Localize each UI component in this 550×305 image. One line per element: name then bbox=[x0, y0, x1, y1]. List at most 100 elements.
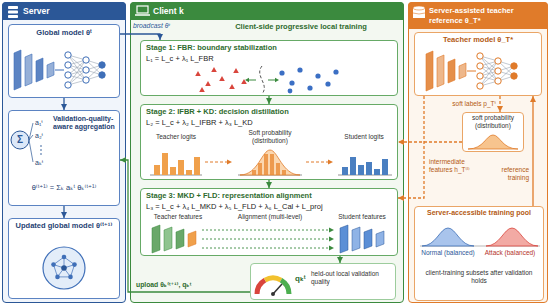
text-slot: qₖᵗ bbox=[295, 274, 313, 284]
client-panel: Client k Client-side progressive local tr… bbox=[130, 2, 404, 303]
formula: L₁ = L_c + λ₁ L_FBR bbox=[146, 54, 392, 63]
logit-charts bbox=[227, 160, 232, 165]
aggregation-icon bbox=[11, 123, 42, 162]
text-slot: reference training bbox=[484, 166, 529, 182]
updated-model-icon bbox=[54, 257, 75, 277]
box-text: soft probability (distribution) bbox=[464, 114, 522, 130]
text-slot: Teacher features bbox=[146, 213, 210, 221]
aggregation-icon bbox=[40, 149, 42, 151]
formula: L₂ = L_c + λ₂ L_IFBR + λ₃ L_KD bbox=[146, 118, 392, 127]
scatter-plot bbox=[195, 66, 338, 94]
text-slot: Stage 3: MKD + FLD: representation align… bbox=[146, 191, 392, 200]
panel-title: Server-assisted teacher reference θ_T* bbox=[409, 3, 547, 29]
logit-charts bbox=[186, 170, 192, 175]
figure-caption: Teacher logits bbox=[146, 133, 206, 141]
text-slot: Client-side progressive local training bbox=[201, 22, 401, 31]
text-slot: Server-accessible training pool bbox=[415, 209, 543, 217]
class-label: Attack (balanced) bbox=[480, 249, 540, 257]
logit-charts bbox=[366, 162, 372, 175]
distribution-curve bbox=[486, 228, 538, 246]
box-title: Updated global model θ⁽ᵗ⁺¹⁾ bbox=[9, 221, 119, 230]
text-slot: soft labels p_Tᵗ bbox=[428, 100, 496, 108]
header-icon bbox=[413, 8, 425, 18]
scatter-plot bbox=[333, 69, 338, 74]
header-icon bbox=[8, 11, 18, 14]
model-box: Teacher model θ_T* bbox=[414, 32, 542, 96]
flow-arrow bbox=[532, 96, 533, 206]
gauge-icon bbox=[281, 280, 289, 294]
panel-title: Client k bbox=[131, 3, 403, 20]
training-pool-box: Server-accessible training poolNormal (b… bbox=[414, 206, 544, 301]
aggregation-icon bbox=[29, 123, 33, 162]
formula: θ⁽ᵗ⁺¹⁾ = Σₖ aₖᵗ θₖ⁽ᵗ⁺¹⁾ bbox=[10, 183, 118, 192]
header-icon bbox=[413, 6, 425, 10]
logit-charts bbox=[342, 157, 388, 175]
text-slot: Student features bbox=[330, 213, 394, 221]
neural-network-icon bbox=[14, 50, 105, 90]
scatter-plot bbox=[279, 70, 284, 75]
text-slot: Teacher logits bbox=[146, 133, 206, 141]
updated-model-icon bbox=[51, 262, 56, 267]
aggregation-icon bbox=[11, 131, 29, 149]
teacher-panel: Server-assisted teacher reference θ_T* Te… bbox=[408, 2, 548, 303]
text-slot: client-training subsets after validation… bbox=[418, 269, 540, 285]
edge-label: upload θₖ⁽ᵗ⁺¹⁾, qₖᵗ bbox=[136, 281, 246, 289]
scatter-plot bbox=[315, 73, 320, 78]
logit-charts bbox=[258, 163, 262, 175]
figure-caption: Student features bbox=[330, 213, 394, 221]
text-slot: a₂ᵗ bbox=[35, 131, 51, 140]
logit-charts bbox=[194, 157, 200, 175]
formula: L₃ = L_c + λ₄ L_MKD + λ₅ L_FLD + λ₆ L_Ca… bbox=[146, 202, 392, 211]
text-slot: Client k bbox=[131, 3, 403, 20]
header-icon bbox=[135, 14, 150, 16]
aggregation-icon bbox=[40, 145, 42, 147]
logit-charts bbox=[282, 170, 286, 175]
text-slot: Validation-quality-aware aggregation bbox=[53, 115, 117, 132]
logit-charts bbox=[374, 169, 380, 175]
flow-arrow bbox=[120, 160, 250, 292]
logit-charts bbox=[178, 160, 184, 175]
logit-charts bbox=[150, 150, 392, 175]
gauge-icon bbox=[257, 280, 265, 294]
panel-header bbox=[2, 2, 126, 20]
edge-label: intermediate features h_T⁽ˡ⁾ bbox=[429, 158, 479, 174]
weight-label: a₁ᵗ bbox=[35, 118, 51, 127]
text-slot: L₂ = L_c + λ₂ L_IFBR + λ₃ L_KD bbox=[146, 118, 392, 127]
header-icon bbox=[8, 6, 18, 9]
scatter-plot bbox=[229, 84, 235, 89]
panel-header bbox=[130, 2, 404, 20]
logit-charts bbox=[358, 165, 364, 175]
feature-maps bbox=[164, 227, 172, 251]
scatter-plot bbox=[260, 66, 265, 94]
scatter-plot bbox=[195, 71, 201, 76]
text-slot: θ⁽ᵗ⁺¹⁾ = Σₖ aₖᵗ θₖ⁽ᵗ⁺¹⁾ bbox=[10, 183, 118, 192]
stage-box: Stage 3: MKD + FLD: representation align… bbox=[140, 188, 398, 256]
text-slot: L₁ = L_c + λ₁ L_FBR bbox=[146, 54, 392, 63]
flow-arrow bbox=[63, 206, 64, 218]
logit-charts bbox=[170, 167, 176, 175]
edge-label: reference training bbox=[484, 166, 529, 182]
text-slot: upload θₖ⁽ᵗ⁺¹⁾, qₖᵗ bbox=[136, 281, 246, 289]
distribution-curve bbox=[468, 135, 518, 149]
aggregation-box: Validation-quality-aware aggregation θ⁽ᵗ⁺… bbox=[8, 110, 120, 206]
text-slot: Normal (balanced) bbox=[418, 249, 478, 257]
box-title: Validation-quality-aware aggregation bbox=[53, 115, 117, 132]
figure-caption: Student logits bbox=[334, 133, 394, 141]
gauge-value: qₖᵗ bbox=[295, 274, 313, 284]
feature-maps bbox=[329, 228, 334, 233]
flow-arrow bbox=[268, 180, 269, 188]
scatter-plot bbox=[297, 67, 302, 72]
stage-title: Stage 1: FBR: boundary stabilization bbox=[146, 43, 392, 52]
logit-charts bbox=[276, 163, 280, 175]
text-slot: aₖᵗ bbox=[35, 158, 51, 167]
distribution-box: soft probability (distribution) bbox=[462, 112, 524, 152]
flow-arrow bbox=[499, 96, 500, 112]
scatter-plot bbox=[288, 89, 293, 94]
sum-symbol: Σ bbox=[11, 133, 29, 147]
box-title: Teacher model θ_T* bbox=[415, 35, 541, 44]
flow-arrow bbox=[63, 98, 64, 110]
feature-maps bbox=[329, 237, 334, 242]
flow-arrow bbox=[339, 256, 340, 263]
text-slot: Server-assisted teacher reference θ_T* bbox=[409, 3, 547, 29]
figure-caption: Teacher features bbox=[146, 213, 210, 221]
